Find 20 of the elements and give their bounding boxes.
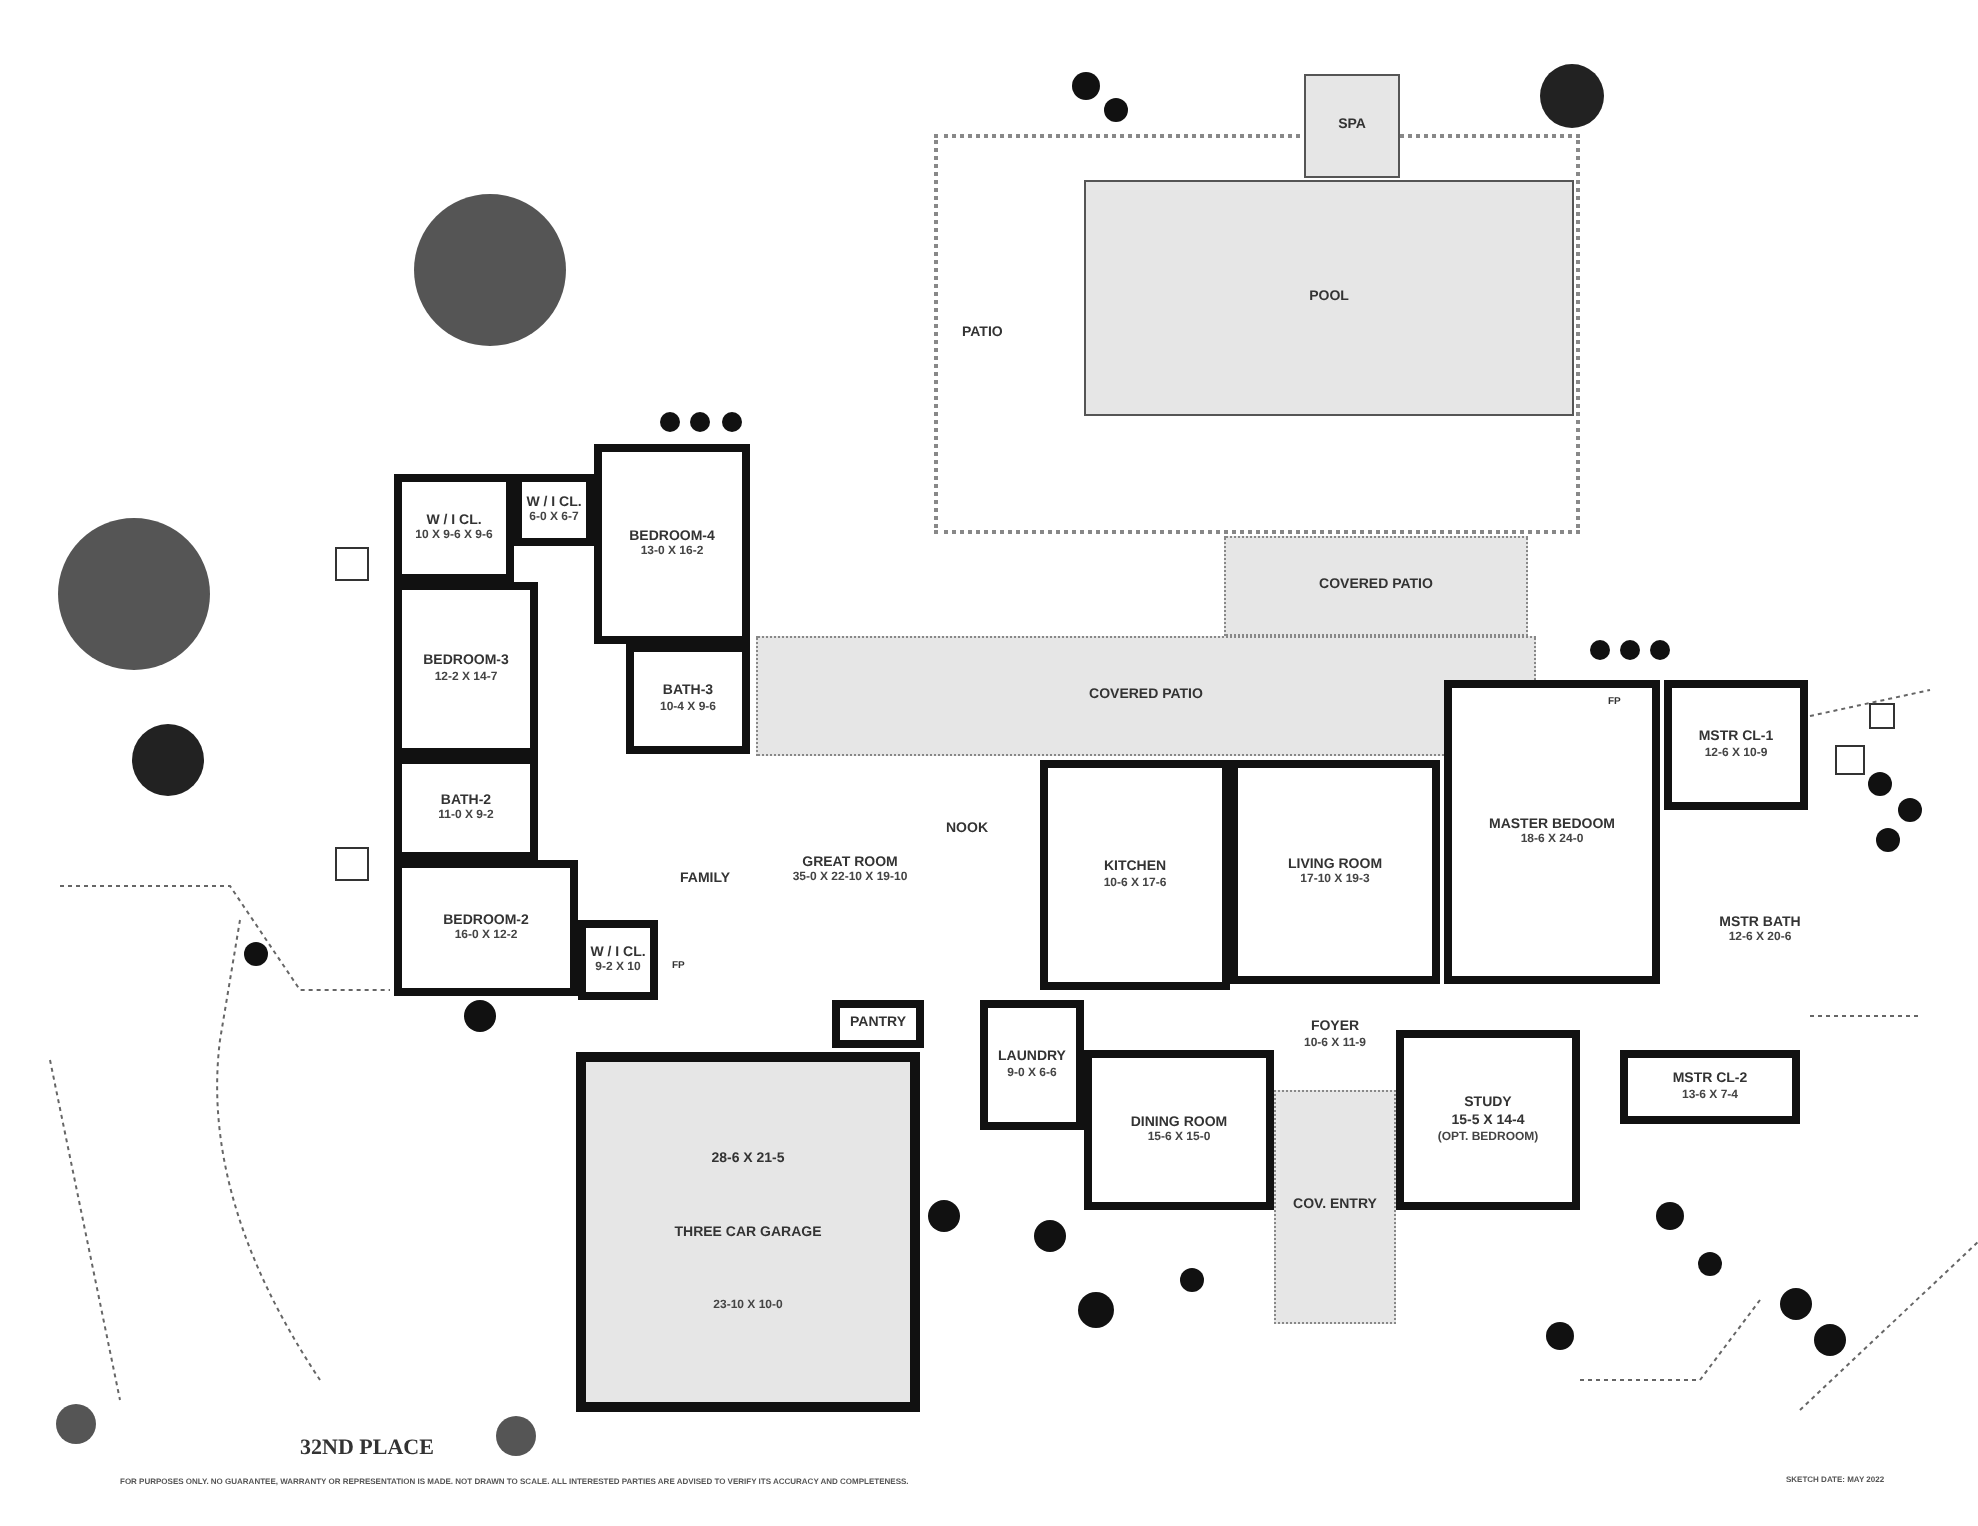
room [578,920,658,1000]
room [1230,760,1440,984]
room [832,1000,924,1048]
room [626,644,750,754]
covered-patio-area [1224,536,1528,636]
room [1620,1050,1800,1124]
room [1664,680,1808,810]
pool-area [1304,74,1400,178]
garage-room [576,1052,920,1412]
room [1396,1030,1580,1210]
address-title: 32ND PLACE [300,1436,434,1460]
covered-patio-area [1274,1090,1396,1324]
patio-area [934,134,1580,534]
room [594,444,750,644]
room [1084,1050,1274,1210]
room [1444,680,1660,984]
pool-area [1084,180,1574,416]
covered-patio-area [756,636,1536,756]
room [980,1000,1084,1130]
room [1040,760,1230,990]
